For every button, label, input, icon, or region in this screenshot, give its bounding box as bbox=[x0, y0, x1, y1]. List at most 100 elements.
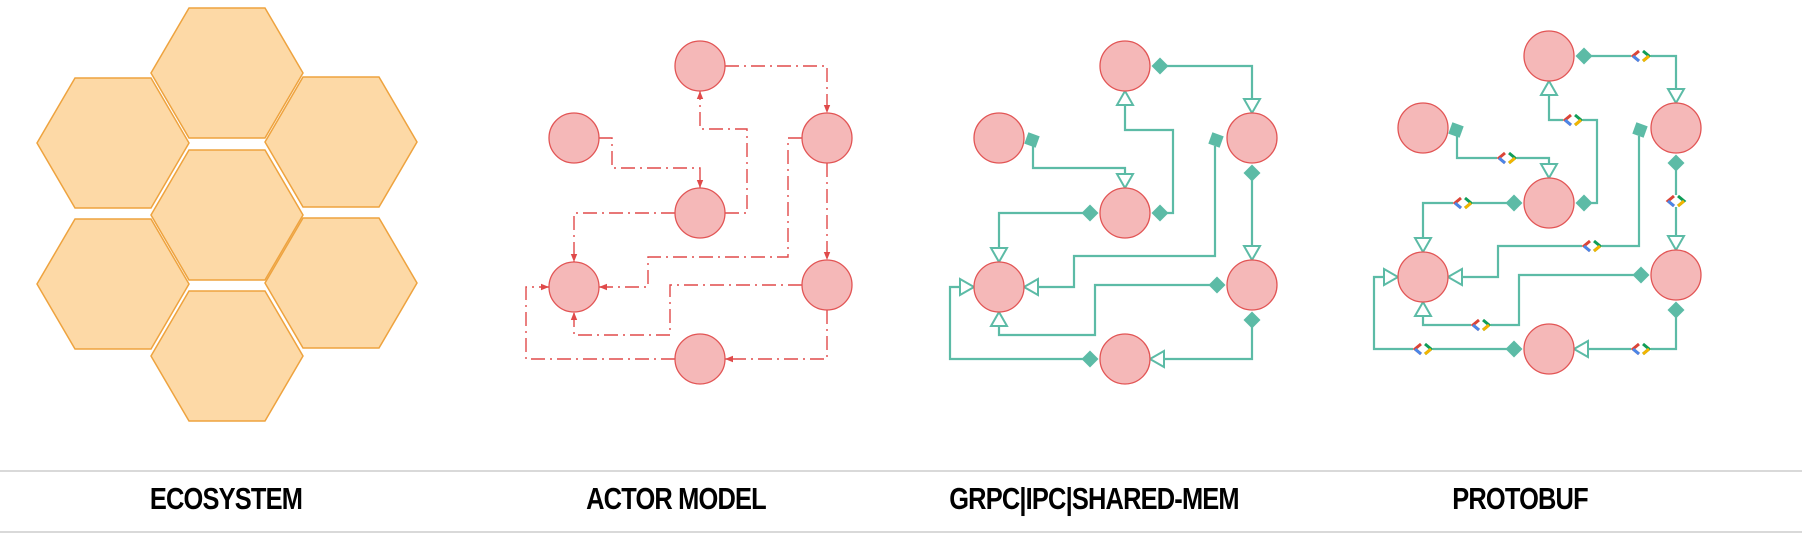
protobuf-protobuf-icon-d-e bbox=[1452, 196, 1474, 210]
protobuf-icon-right-low bbox=[1464, 201, 1472, 210]
actor-node-d bbox=[674, 187, 726, 239]
protobuf-node-f bbox=[1650, 249, 1702, 301]
protobuf-icon-right-low bbox=[1593, 244, 1601, 253]
protobuf-icon-left-low bbox=[1414, 347, 1422, 356]
grpc-arrow-to-e-right bbox=[1021, 277, 1039, 297]
protobuf-arrow-to-e-right bbox=[1445, 267, 1463, 287]
grpc-diamond-d-right bbox=[1151, 204, 1169, 222]
protobuf-node-d bbox=[1523, 177, 1575, 229]
grpc-node-c bbox=[1226, 112, 1278, 164]
protobuf-diamond-g bbox=[1505, 340, 1523, 358]
grpc-arrow-to-d bbox=[1115, 173, 1135, 191]
grpc-arrow-to-e-top bbox=[989, 247, 1009, 265]
protobuf-protobuf-icon-d-a bbox=[1562, 113, 1584, 127]
actor-edge-d-a bbox=[696, 91, 748, 214]
hexagon-6 bbox=[264, 217, 418, 349]
grpc-arrow-to-c bbox=[1242, 98, 1262, 116]
hexagon-4 bbox=[150, 149, 304, 281]
protobuf-square-c bbox=[1632, 122, 1648, 138]
protobuf-protobuf-icon-b-d bbox=[1496, 151, 1518, 165]
protobuf-icon-right-low bbox=[1642, 54, 1650, 63]
protobuf-icon-left-low bbox=[1632, 347, 1640, 356]
protobuf-arrow-to-e-bottom bbox=[1413, 299, 1433, 317]
actor-edge-b-d bbox=[599, 137, 704, 188]
grpc-node-g bbox=[1099, 333, 1151, 385]
grpc-edge-f-e bbox=[997, 283, 1215, 337]
grpc-diamond-c bbox=[1243, 164, 1261, 182]
actor-edge-g-e bbox=[525, 283, 675, 360]
protobuf-icon-left-low bbox=[1498, 156, 1506, 165]
protobuf-icon-left-low bbox=[1632, 54, 1640, 63]
protobuf-diamond-f-bottom bbox=[1667, 301, 1685, 319]
grpc-edge-a-c bbox=[1162, 64, 1254, 99]
label-protobuf: PROTOBUF bbox=[1452, 481, 1588, 516]
hexagon-2 bbox=[36, 77, 190, 209]
grpc-arrow-to-e-bottom bbox=[989, 309, 1009, 327]
protobuf-protobuf-icon-c-e bbox=[1581, 239, 1603, 253]
hexagon-7 bbox=[150, 290, 304, 422]
protobuf-arrow-to-c bbox=[1666, 88, 1686, 106]
actor-model-diagram bbox=[525, 40, 853, 385]
protobuf-diamond-f-left bbox=[1632, 266, 1650, 284]
grpc-edge-g-e bbox=[948, 285, 1088, 361]
protobuf-node-b bbox=[1397, 102, 1449, 154]
protobuf-diagram bbox=[1372, 30, 1702, 375]
label-actor-model: ACTOR MODEL bbox=[586, 481, 767, 516]
hexagon-5 bbox=[36, 218, 190, 350]
protobuf-arrow-to-a bbox=[1539, 78, 1559, 96]
protobuf-icon-left-low bbox=[1472, 323, 1480, 332]
actor-node-c bbox=[801, 112, 853, 164]
bottom-divider bbox=[0, 531, 1802, 533]
grpc-arrow-to-g bbox=[1147, 349, 1165, 369]
protobuf-icon-left-low bbox=[1583, 244, 1591, 253]
grpc-arrow-to-f bbox=[1242, 245, 1262, 263]
grpc-node-e bbox=[973, 261, 1025, 313]
protobuf-protobuf-icon-f-g bbox=[1630, 342, 1652, 356]
protobuf-diamond-d-left bbox=[1505, 194, 1523, 212]
grpc-node-a bbox=[1099, 40, 1151, 92]
grpc-arrow-to-a bbox=[1115, 88, 1135, 106]
protobuf-icon-right-low bbox=[1574, 118, 1582, 127]
protobuf-icon-left-low bbox=[1564, 118, 1572, 127]
protobuf-arrow-to-e-left bbox=[1383, 267, 1401, 287]
ecosystem-hexagons bbox=[36, 7, 418, 422]
protobuf-node-c bbox=[1650, 102, 1702, 154]
protobuf-edge-d-e bbox=[1421, 201, 1512, 238]
grpc-diamond-a bbox=[1151, 57, 1169, 75]
actor-edge-f-e bbox=[570, 284, 802, 336]
protobuf-node-e bbox=[1397, 251, 1449, 303]
actor-edge-f-g bbox=[725, 310, 828, 363]
protobuf-edge-d-a bbox=[1547, 95, 1599, 205]
grpc-node-b bbox=[973, 112, 1025, 164]
actor-edge-a-c bbox=[725, 65, 831, 113]
grpc-diamond-f-bottom bbox=[1243, 311, 1261, 329]
actor-node-e bbox=[548, 261, 600, 313]
protobuf-diamond-d-right bbox=[1575, 194, 1593, 212]
protobuf-arrow-to-e-top bbox=[1413, 237, 1433, 255]
protobuf-arrow-to-f bbox=[1666, 235, 1686, 253]
protobuf-icon-left-low bbox=[1667, 199, 1675, 208]
protobuf-diamond-a bbox=[1575, 47, 1593, 65]
hexagon-3 bbox=[264, 76, 418, 208]
grpc-ipc-diagram bbox=[948, 40, 1278, 385]
protobuf-edge-f-g bbox=[1588, 312, 1678, 351]
protobuf-square-b bbox=[1448, 122, 1464, 138]
protobuf-arrow-to-d bbox=[1539, 163, 1559, 181]
grpc-node-d bbox=[1099, 187, 1151, 239]
protobuf-icon-left-low bbox=[1454, 201, 1462, 210]
actor-node-b bbox=[548, 112, 600, 164]
protobuf-edge-f-e bbox=[1421, 273, 1639, 327]
grpc-edge-b-d bbox=[1031, 146, 1127, 174]
protobuf-edge-c-e bbox=[1462, 136, 1641, 279]
actor-node-g bbox=[674, 333, 726, 385]
protobuf-icon-right-low bbox=[1424, 347, 1432, 356]
actor-node-f bbox=[801, 259, 853, 311]
actor-edge-c-e bbox=[599, 137, 802, 291]
protobuf-node-a bbox=[1523, 30, 1575, 82]
protobuf-icon-right-low bbox=[1677, 199, 1685, 208]
protobuf-protobuf-icon-c-f bbox=[1665, 194, 1687, 208]
label-ecosystem: ECOSYSTEM bbox=[149, 481, 303, 516]
grpc-square-b bbox=[1024, 132, 1040, 148]
protobuf-protobuf-icon-a-c bbox=[1630, 49, 1652, 63]
